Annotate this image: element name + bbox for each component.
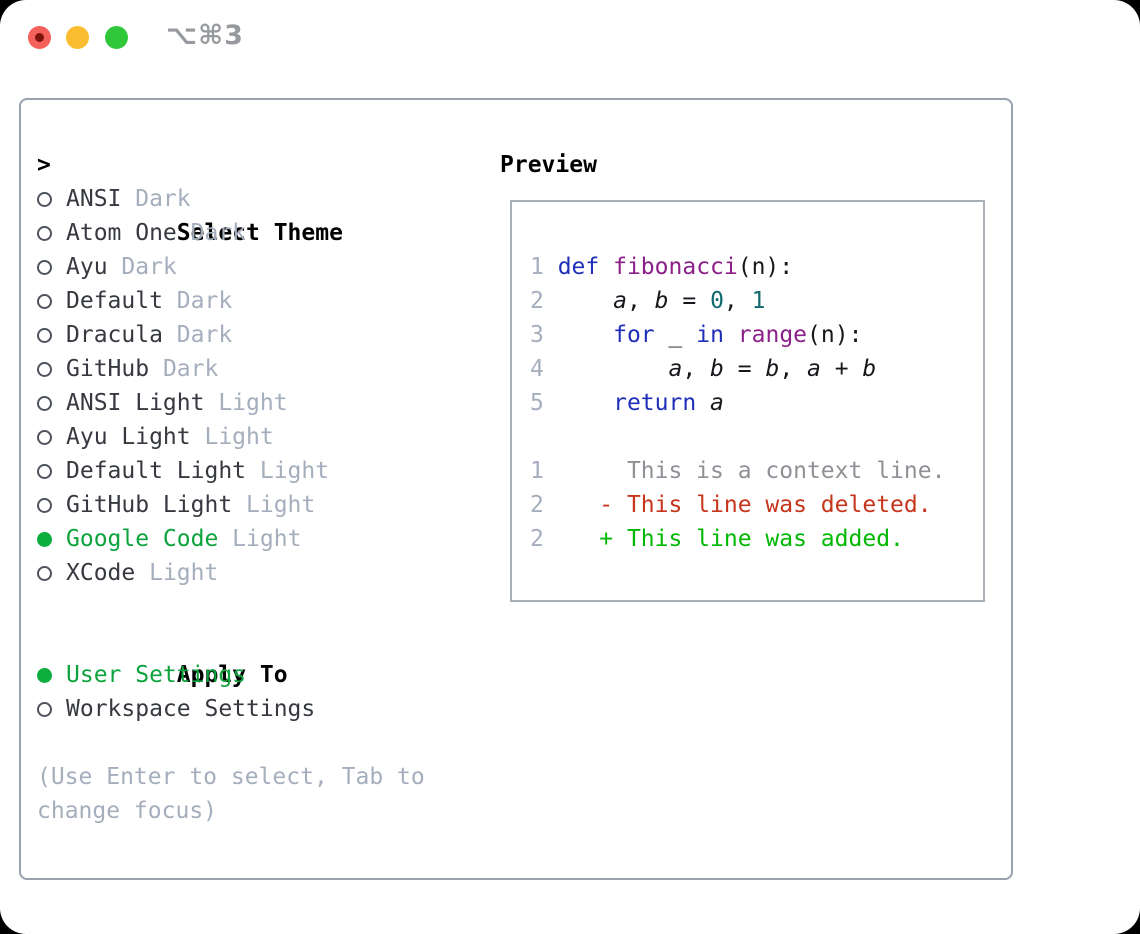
theme-option-label: Default <box>66 288 163 314</box>
theme-option-ayu-light[interactable]: Ayu Light Light <box>37 420 467 454</box>
code-line: 1 def fibonacci(n): <box>530 254 794 280</box>
hint-line: (Use Enter to select, Tab to <box>37 764 425 790</box>
theme-variant-label: Dark <box>162 322 233 348</box>
fullscreen-button[interactable] <box>105 26 128 49</box>
select-theme-header: > Select Theme <box>37 148 467 246</box>
line-number: 3 <box>530 322 558 348</box>
line-number: 2 <box>530 526 558 552</box>
apply-option-workspace-settings[interactable]: Workspace Settings <box>37 692 467 726</box>
theme-option-google-code[interactable]: Google Code Light <box>37 522 467 556</box>
theme-option-label: GitHub Light <box>66 492 233 518</box>
theme-option-default[interactable]: Default Dark <box>37 284 467 318</box>
line-number: 1 <box>530 254 558 280</box>
theme-variant-label: Light <box>135 560 219 586</box>
theme-option-atom-one[interactable]: Atom One Dark <box>37 216 467 250</box>
theme-variant-label: Dark <box>162 288 233 314</box>
radio-selected-icon <box>37 668 52 683</box>
line-number: 2 <box>530 288 558 314</box>
radio-unselected-icon <box>37 226 52 241</box>
radio-unselected-icon <box>37 260 52 275</box>
apply-to-header: Apply To <box>37 624 467 688</box>
close-button-dot-icon <box>35 33 44 42</box>
theme-option-label: Ayu <box>66 254 108 280</box>
apply-to-title: Apply To <box>176 662 288 688</box>
theme-option-ayu[interactable]: Ayu Dark <box>37 250 467 284</box>
code-line: 2 a, b = 0, 1 <box>530 288 766 314</box>
theme-variant-label: Dark <box>176 220 247 246</box>
theme-option-label: XCode <box>66 560 136 586</box>
preview-box: 1 def fibonacci(n): 2 a, b = 0, 1 3 for _ … <box>510 200 985 602</box>
theme-variant-label: Dark <box>149 356 219 382</box>
code-line: 3 for _ in range(n): <box>530 322 863 348</box>
select-theme-title: Select Theme <box>176 220 343 246</box>
section-gap <box>37 726 467 760</box>
code-line: 5 return a <box>530 390 724 416</box>
theme-option-label: Dracula <box>66 322 163 348</box>
blank-line <box>530 420 983 454</box>
focus-caret-icon: > <box>37 152 51 178</box>
line-number: 4 <box>530 356 558 382</box>
diff-line-added: 2 + This line was added. <box>530 526 904 552</box>
theme-option-label: GitHub <box>66 356 150 382</box>
theme-option-github-light[interactable]: GitHub Light Light <box>37 488 467 522</box>
radio-unselected-icon <box>37 498 52 513</box>
diff-line-deleted: 2 - This line was deleted. <box>530 492 932 518</box>
theme-option-label: ANSI <box>66 186 122 212</box>
theme-option-ansi-light[interactable]: ANSI Light Light <box>37 386 467 420</box>
radio-selected-icon <box>37 532 52 547</box>
line-number: 2 <box>530 492 558 518</box>
theme-variant-label: Light <box>204 390 288 416</box>
radio-unselected-icon <box>37 430 52 445</box>
line-number: 5 <box>530 390 558 416</box>
diff-line-context: 1 This is a context line. <box>530 458 946 484</box>
theme-option-ansi[interactable]: ANSI Dark <box>37 182 467 216</box>
radio-unselected-icon <box>37 192 52 207</box>
keyboard-shortcut-label: ⌥⌘3 <box>166 20 244 51</box>
radio-unselected-icon <box>37 362 52 377</box>
theme-variant-label: Dark <box>121 186 191 212</box>
radio-unselected-icon <box>37 566 52 581</box>
radio-unselected-icon <box>37 702 52 717</box>
hint-text: (Use Enter to select, Tab to change focu… <box>37 760 467 828</box>
theme-variant-label: Light <box>232 492 316 518</box>
hint-line: change focus) <box>37 798 218 824</box>
theme-option-github[interactable]: GitHub Dark <box>37 352 467 386</box>
theme-variant-label: Light <box>246 458 330 484</box>
apply-option-label: User Settings <box>66 662 247 688</box>
theme-option-label: Atom One <box>66 220 177 246</box>
theme-variant-label: Dark <box>107 254 177 280</box>
section-gap <box>37 590 467 624</box>
theme-option-default-light[interactable]: Default Light Light <box>37 454 467 488</box>
theme-option-xcode[interactable]: XCode Light <box>37 556 467 590</box>
theme-option-label: Default Light <box>66 458 247 484</box>
radio-unselected-icon <box>37 294 52 309</box>
theme-variant-label: Light <box>190 424 274 450</box>
radio-unselected-icon <box>37 464 52 479</box>
radio-unselected-icon <box>37 328 52 343</box>
theme-option-label: ANSI Light <box>66 390 205 416</box>
theme-variant-label: Light <box>218 526 302 552</box>
theme-option-label: Ayu Light <box>66 424 191 450</box>
code-line: 4 a, b = b, a + b <box>530 356 877 382</box>
theme-option-label: Google Code <box>66 526 219 552</box>
theme-option-dracula[interactable]: Dracula Dark <box>37 318 467 352</box>
line-number: 1 <box>530 458 558 484</box>
apply-option-user-settings[interactable]: User Settings <box>37 658 467 692</box>
minimize-button[interactable] <box>66 26 89 49</box>
close-button[interactable] <box>28 26 51 49</box>
apply-option-label: Workspace Settings <box>66 696 316 722</box>
radio-unselected-icon <box>37 396 52 411</box>
preview-title: Preview <box>500 152 597 178</box>
